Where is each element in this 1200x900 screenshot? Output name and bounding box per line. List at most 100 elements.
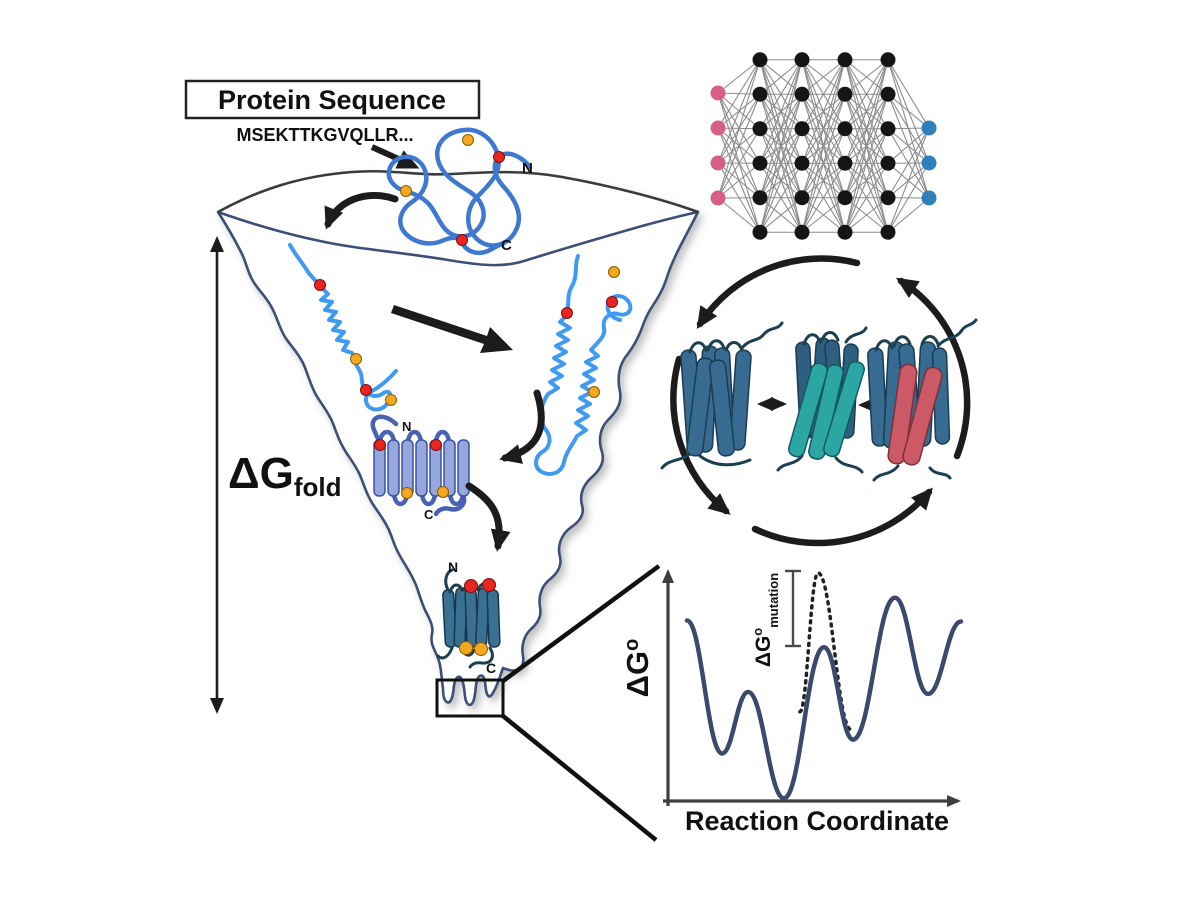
nn-node xyxy=(710,85,726,101)
nn-node xyxy=(880,190,896,206)
nn-node xyxy=(921,190,937,206)
nn-node xyxy=(794,121,810,137)
nn-edge xyxy=(717,59,761,199)
callout-line-bottom xyxy=(501,714,658,842)
fold-step-arrow-3 xyxy=(499,389,545,464)
nn-edge xyxy=(801,59,846,198)
nn-edge xyxy=(887,127,930,164)
nn-edge xyxy=(801,162,846,233)
nn-edge xyxy=(717,59,761,164)
nn-node xyxy=(752,190,768,206)
nn-edge xyxy=(717,128,761,199)
nn-node xyxy=(921,155,937,171)
mutation-annotation: ΔGomutation xyxy=(750,573,781,667)
nn-edge xyxy=(759,59,803,164)
nn-node xyxy=(794,52,810,68)
callout-line-top xyxy=(501,564,661,683)
nn-edge xyxy=(801,59,846,164)
nn-edge xyxy=(887,127,930,233)
nn-node xyxy=(880,224,896,240)
nn-edge xyxy=(759,197,803,233)
fold-step-arrow-1 xyxy=(324,192,399,230)
nn-node xyxy=(752,155,768,171)
folded-bundle: N C xyxy=(436,559,501,676)
sequence-text: MSEKTTKGVQLLR... xyxy=(237,125,414,145)
nn-edge xyxy=(801,128,846,233)
mutation-bar xyxy=(785,569,801,648)
folded-c-label: C xyxy=(486,660,496,676)
cycle-arcs xyxy=(670,255,971,547)
nn-node xyxy=(752,121,768,137)
nn-edge xyxy=(717,94,761,199)
bundle-middle xyxy=(776,326,868,474)
nn-edge xyxy=(759,59,803,198)
nn-edge xyxy=(759,94,803,233)
nn-edge xyxy=(844,59,889,95)
nn-edge xyxy=(844,59,889,164)
energy-plot: ΔGomutation ΔGo Reaction Coordinate xyxy=(620,569,964,836)
bundle-left xyxy=(660,321,784,470)
nn-edge xyxy=(844,128,889,233)
nn-edge xyxy=(717,197,761,233)
nn-node xyxy=(794,190,810,206)
helix-intermediate-right xyxy=(534,254,633,476)
nn-node xyxy=(752,52,768,68)
nn-node xyxy=(794,155,810,171)
nn-node xyxy=(837,155,853,171)
funnel-rim-surface xyxy=(218,171,698,266)
topology-n-label: N xyxy=(402,419,411,434)
nn-node xyxy=(837,224,853,240)
cycle-arc-bottom xyxy=(751,487,933,547)
unfolded-protein: N C xyxy=(386,127,533,255)
nn-node xyxy=(880,52,896,68)
protein-sequence-box xyxy=(184,79,481,120)
nn-node xyxy=(794,224,810,240)
landscape-curve xyxy=(684,595,964,801)
nn-node xyxy=(837,52,853,68)
nn-node xyxy=(794,86,810,102)
nn-edge xyxy=(887,197,930,233)
neural-network xyxy=(710,52,937,240)
nn-edge xyxy=(844,59,889,198)
nn-edge xyxy=(759,128,803,233)
nn-edge xyxy=(801,59,846,233)
nn-node xyxy=(837,190,853,206)
dg-fold-label: ΔGfold xyxy=(228,449,342,502)
membrane-topology: N C xyxy=(370,414,470,522)
sequence-arrow xyxy=(370,144,420,169)
nn-node xyxy=(710,120,726,136)
cycle-arc-right xyxy=(895,277,971,460)
nn-edge xyxy=(759,59,803,95)
bundle-right xyxy=(867,318,978,482)
nn-edge xyxy=(844,94,889,233)
funnel-back-rim xyxy=(217,169,699,214)
x-axis-label: Reaction Coordinate xyxy=(685,806,949,836)
unfolded-c-label: C xyxy=(501,237,512,254)
topology-c-label: C xyxy=(424,507,434,522)
nn-edge xyxy=(887,127,930,199)
conformational-cycle xyxy=(660,255,978,547)
nn-node xyxy=(752,224,768,240)
protein-sequence-title: Protein Sequence xyxy=(218,85,446,115)
nn-edge xyxy=(801,59,846,130)
nn-edge xyxy=(844,59,889,130)
nn-edge xyxy=(887,59,930,129)
unfolded-n-label: N xyxy=(522,160,533,177)
nn-edge xyxy=(759,59,803,130)
nn-edge xyxy=(887,93,930,129)
tm-segments xyxy=(373,439,470,497)
folded-n-label: N xyxy=(448,559,458,575)
nn-edge xyxy=(717,162,761,199)
nn-node xyxy=(752,86,768,102)
nn-edge xyxy=(801,94,846,233)
nn-node xyxy=(710,155,726,171)
cycle-arc-top xyxy=(696,255,861,330)
nn-edge xyxy=(717,59,761,129)
nn-node xyxy=(921,120,937,136)
nn-edge xyxy=(759,162,803,233)
helix-intermediate-left xyxy=(288,243,398,412)
nn-edge xyxy=(717,59,761,94)
nn-node xyxy=(880,121,896,137)
